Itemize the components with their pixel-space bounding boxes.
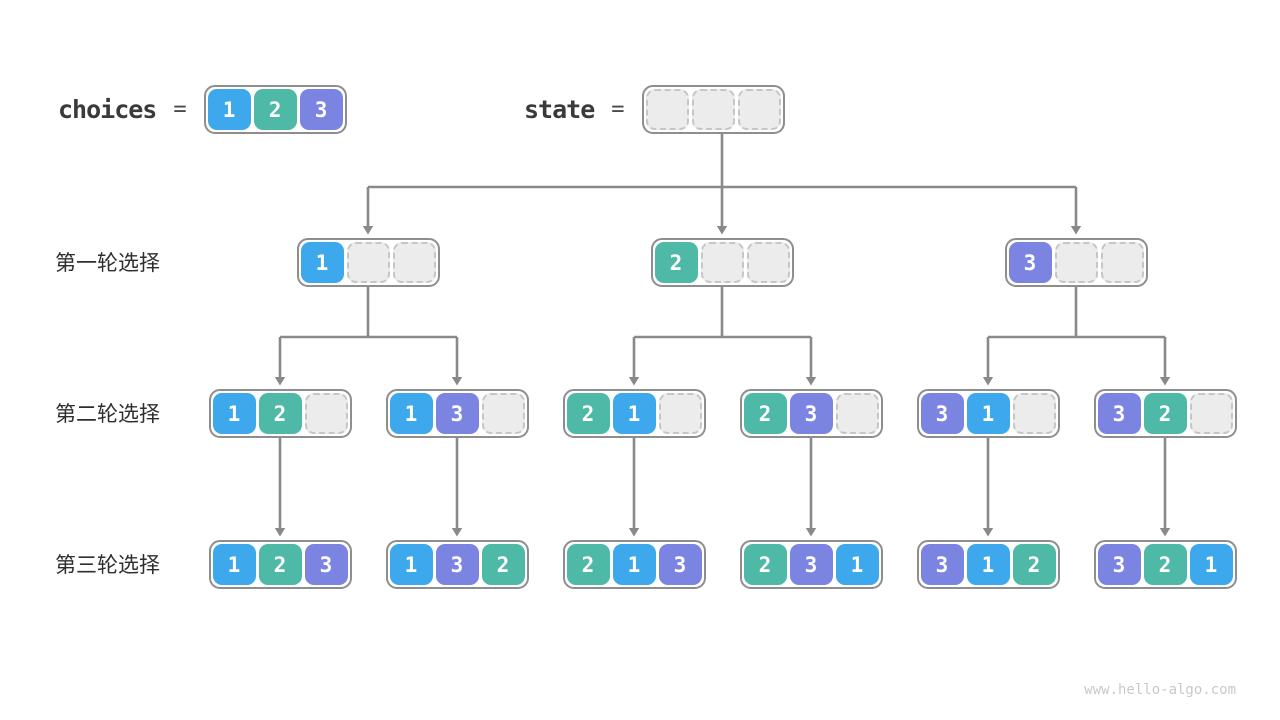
cell-1: 1	[1189, 544, 1233, 585]
state-equals-sign: =	[611, 97, 625, 122]
cell-empty	[700, 242, 744, 283]
watermark: www.hello-algo.com	[1084, 682, 1236, 698]
state-box-round1-3: 3	[1004, 238, 1148, 287]
cell-empty	[1189, 393, 1233, 434]
cell-1: 1	[389, 393, 433, 434]
cell-3: 3	[658, 544, 702, 585]
cell-empty	[392, 242, 436, 283]
cell-2: 2	[253, 89, 297, 130]
cell-empty	[691, 89, 735, 130]
cell-1: 1	[389, 544, 433, 585]
cell-3: 3	[304, 544, 348, 585]
cell-empty	[304, 393, 348, 434]
cell-2: 2	[1143, 393, 1187, 434]
cell-3: 3	[920, 544, 964, 585]
cell-3: 3	[1097, 393, 1141, 434]
cell-3: 3	[920, 393, 964, 434]
state-label: state	[524, 95, 595, 124]
cell-empty	[1012, 393, 1056, 434]
cell-2: 2	[566, 544, 610, 585]
cell-1: 1	[300, 242, 344, 283]
cell-2: 2	[258, 393, 302, 434]
cell-1: 1	[966, 544, 1010, 585]
row-label-round-3: 第三轮选择	[55, 553, 160, 577]
state-group: state =	[524, 85, 785, 134]
cell-2: 2	[743, 393, 787, 434]
cell-1: 1	[966, 393, 1010, 434]
state-box	[641, 85, 785, 134]
cell-empty	[1100, 242, 1144, 283]
row-label-round-1: 第一轮选择	[55, 251, 160, 275]
state-box-slot	[641, 85, 785, 134]
cell-2: 2	[258, 544, 302, 585]
cell-3: 3	[789, 544, 833, 585]
cell-empty	[746, 242, 790, 283]
cell-3: 3	[1008, 242, 1052, 283]
cell-3: 3	[789, 393, 833, 434]
choices-equals-sign: =	[173, 97, 187, 122]
cell-empty	[346, 242, 390, 283]
cell-1: 1	[212, 393, 256, 434]
cell-empty	[481, 393, 525, 434]
cell-empty	[1054, 242, 1098, 283]
cell-2: 2	[481, 544, 525, 585]
cell-1: 1	[835, 544, 879, 585]
cell-2: 2	[566, 393, 610, 434]
cell-2: 2	[1143, 544, 1187, 585]
cell-3: 3	[1097, 544, 1141, 585]
cell-1: 1	[612, 393, 656, 434]
state-box-round1-1: 1	[296, 238, 440, 287]
cell-3: 3	[435, 544, 479, 585]
cell-1: 1	[207, 89, 251, 130]
cell-empty	[658, 393, 702, 434]
cell-empty	[835, 393, 879, 434]
cell-1: 1	[212, 544, 256, 585]
cell-2: 2	[654, 242, 698, 283]
cell-2: 2	[743, 544, 787, 585]
choices-label: choices	[58, 95, 157, 124]
state-box-round1-2: 2	[650, 238, 794, 287]
cell-3: 3	[435, 393, 479, 434]
cell-1: 1	[612, 544, 656, 585]
cell-empty	[645, 89, 689, 130]
row-label-round-2: 第二轮选择	[55, 402, 160, 426]
cell-2: 2	[1012, 544, 1056, 585]
cell-empty	[737, 89, 781, 130]
cell-3: 3	[299, 89, 343, 130]
